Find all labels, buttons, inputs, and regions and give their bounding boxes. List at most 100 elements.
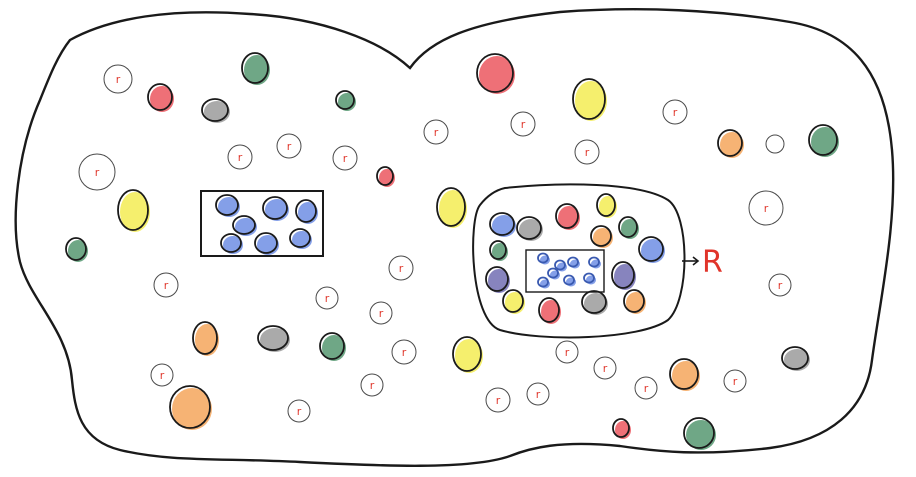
r-particle: r: [361, 374, 383, 396]
r-label: r: [160, 369, 165, 382]
green-particle: [320, 333, 346, 361]
green-particle: [809, 125, 839, 157]
r-label: r: [164, 279, 169, 292]
r-particle: r: [389, 256, 413, 280]
r-particle: r: [424, 120, 448, 144]
gray-particle: [258, 326, 290, 352]
blue-particle: [639, 237, 665, 263]
red-particle: [556, 204, 580, 230]
r-particle: r: [511, 112, 535, 136]
small-blue-particle: [538, 254, 550, 265]
r-label: r: [343, 152, 348, 165]
r-particle: r: [154, 273, 178, 297]
orange-particle: [193, 322, 219, 356]
r-particle: r: [769, 274, 791, 296]
r-particle: r: [392, 340, 416, 364]
gray-particle: [202, 99, 230, 123]
green-particle: [684, 418, 716, 450]
blue-particle: [216, 195, 240, 217]
red-particle: [377, 167, 395, 187]
blue-particle: [255, 233, 279, 255]
purple-particle: [612, 262, 636, 290]
r-particle: r: [277, 134, 301, 158]
red-particle: [613, 419, 631, 439]
r-particle: r: [228, 145, 252, 169]
r-label: r: [238, 151, 243, 164]
r-particle: r: [556, 341, 578, 363]
r-particle: r: [575, 140, 599, 164]
green-particle: [66, 238, 88, 262]
r-label: r: [603, 362, 608, 375]
result-label: R: [702, 245, 723, 280]
r-particle: r: [288, 400, 310, 422]
r-particle: r: [370, 302, 392, 324]
red-particle: [477, 54, 515, 94]
yellow-particle: [597, 194, 617, 218]
r-label: r: [116, 73, 121, 86]
shape-layer: r r r r r r r r r r r r r r r r r r r r r r r r r: [66, 53, 839, 450]
r-label: r: [521, 118, 526, 131]
r-particle: r: [594, 357, 616, 379]
r-label: r: [565, 346, 570, 359]
r-label: r: [733, 375, 738, 388]
r-particle: r: [151, 364, 173, 386]
purple-particle: [486, 267, 510, 293]
r-label: r: [585, 146, 590, 159]
r-particle: r: [724, 370, 746, 392]
r-label: r: [370, 379, 375, 392]
r-label: r: [673, 106, 678, 119]
yellow-particle: [437, 188, 467, 228]
small-blue-particle: [564, 276, 576, 287]
gray-particle: [782, 347, 810, 371]
r-label: r: [402, 346, 407, 359]
orange-particle: [591, 226, 613, 248]
green-particle: [619, 217, 639, 239]
yellow-particle: [503, 290, 525, 314]
small-blue-particle: [568, 258, 580, 269]
blue-particle: [233, 216, 257, 236]
green-particle: [336, 91, 356, 111]
empty-particle: [766, 135, 784, 153]
blue-particle: [296, 200, 318, 224]
red-particle: [148, 84, 174, 112]
orange-particle: [624, 290, 646, 314]
small-blue-particle: [538, 278, 550, 289]
r-label: r: [325, 292, 330, 305]
r-label: r: [434, 126, 439, 139]
r-label: r: [644, 382, 649, 395]
r-particle: r: [663, 100, 687, 124]
r-label: r: [287, 140, 292, 153]
r-particle: r: [486, 388, 510, 412]
outer-boundary: [16, 9, 893, 466]
yellow-particle: [118, 190, 150, 232]
small-blue-particle: [589, 258, 601, 269]
r-label: r: [379, 307, 384, 320]
r-particle: r: [333, 146, 357, 170]
small-blue-particle: [584, 274, 596, 285]
orange-particle: [170, 386, 212, 430]
orange-particle: [718, 130, 744, 158]
r-particle: r: [316, 287, 338, 309]
orange-particle: [670, 359, 700, 391]
red-particle: [539, 298, 561, 324]
r-label: r: [778, 279, 783, 292]
r-label: r: [95, 166, 100, 179]
r-label: r: [399, 262, 404, 275]
r-label: r: [297, 405, 302, 418]
r-label: r: [764, 202, 769, 215]
gray-particle: [582, 291, 608, 315]
blue-particle: [490, 213, 516, 237]
blue-particle: [290, 229, 312, 249]
r-particle: r: [635, 377, 657, 399]
r-label: r: [496, 394, 501, 407]
r-particle: r: [749, 191, 783, 225]
blue-particle: [263, 197, 289, 221]
gray-particle: [517, 217, 543, 241]
yellow-particle: [573, 79, 607, 121]
green-particle: [242, 53, 270, 85]
blue-particle: [221, 234, 243, 254]
r-particle: r: [527, 383, 549, 405]
yellow-particle: [453, 337, 483, 373]
r-label: r: [536, 388, 541, 401]
